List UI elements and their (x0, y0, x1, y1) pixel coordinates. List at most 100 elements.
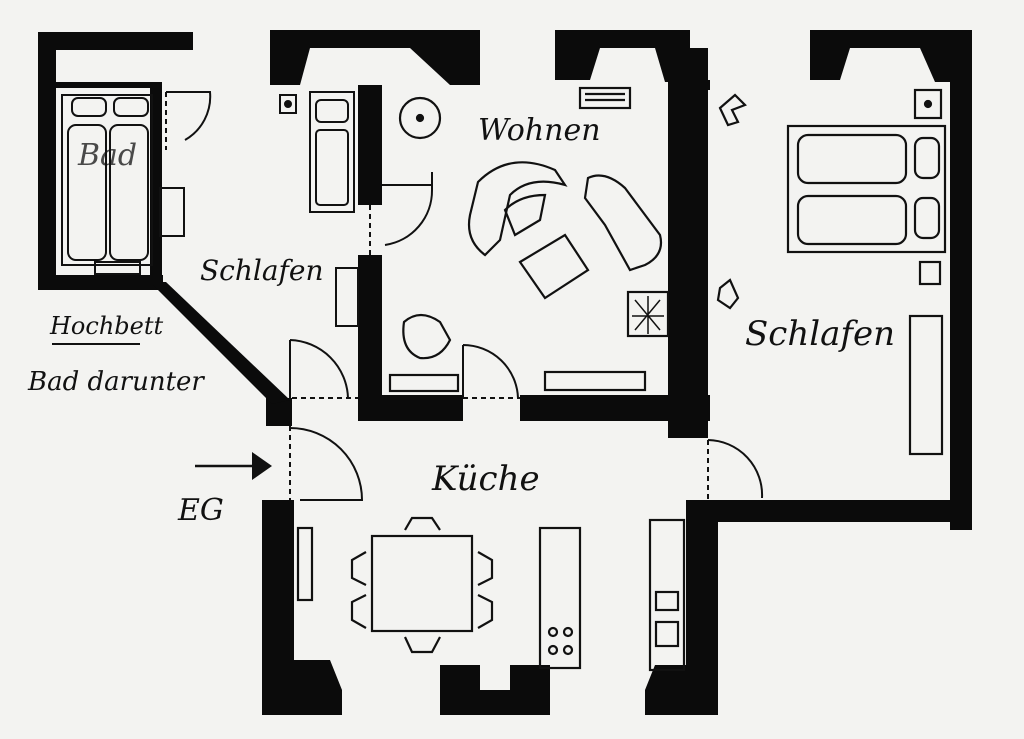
wohnen-furniture (388, 86, 670, 393)
chair-right-2 (477, 594, 494, 629)
loft-mattress-left (67, 124, 107, 261)
kitchen-table (370, 534, 474, 633)
wall-bad-top (56, 82, 162, 88)
wardrobe-small (335, 267, 359, 327)
bed-small-duvet (315, 129, 349, 206)
chair-left-2 (350, 594, 367, 629)
wall-bottom-kitchen-mid (440, 690, 550, 715)
door-hall-swing (289, 339, 349, 400)
round-table (398, 96, 442, 140)
reveal-5 (810, 48, 850, 80)
entrance-pier (266, 398, 292, 426)
doors (165, 91, 764, 501)
pillow-lower (913, 196, 941, 240)
chair-icon-1 (718, 93, 747, 127)
door-entrance-swing (289, 427, 364, 501)
appliance (654, 620, 680, 648)
chair-icon-2 (716, 278, 740, 310)
wall-wohnen-left-lower (358, 255, 382, 420)
nightstand-bottom (918, 260, 942, 286)
wall-right-kitchen (686, 500, 718, 715)
interior-walls (358, 48, 710, 438)
reveal-8 (440, 665, 480, 690)
door-wohnen-swing (382, 172, 434, 246)
door-schlafen-swing (707, 439, 764, 499)
loft-ladder (94, 261, 141, 275)
label-hochbett: Hochbett (49, 312, 163, 340)
door-kuche-wohnen-swing (462, 344, 519, 399)
nightstand-top (913, 88, 943, 120)
stove-burner-1 (547, 626, 559, 638)
reveal-3 (555, 48, 600, 80)
wall-wohnen-right (668, 48, 708, 438)
reveal-9 (510, 665, 550, 690)
sofa-cushions (503, 193, 547, 237)
reveal-2 (410, 48, 480, 85)
radiator-wohnen (578, 86, 632, 110)
chair-bottom (404, 636, 441, 654)
sideboard (543, 370, 647, 392)
loft-mattress-right (109, 124, 149, 261)
schlafen-large-furniture (716, 88, 947, 456)
door-bad-swing (166, 91, 212, 141)
radiator-wohnen-2 (388, 373, 460, 393)
stove-burner-3 (547, 644, 559, 656)
bad-shelf (159, 187, 185, 237)
chair-left-1 (350, 551, 367, 586)
bed-small (309, 91, 355, 213)
armchair (402, 313, 452, 360)
double-bed (786, 124, 947, 254)
wall-bottom-bedroom (690, 500, 972, 522)
chair-right-1 (477, 551, 494, 586)
label-bad-darunter: Bad darunter (27, 367, 205, 397)
wall-diagonal (150, 282, 290, 404)
sink (654, 590, 680, 612)
kitchen-counter (538, 526, 582, 670)
pillow-upper (913, 136, 941, 180)
double-bed-upper (796, 133, 908, 185)
wall-left-bad (38, 32, 56, 290)
exterior-walls (38, 30, 972, 715)
bad-furniture (61, 94, 185, 275)
wall-top-mid (270, 30, 480, 48)
wall-top-midright (555, 30, 690, 48)
nightstand (279, 94, 297, 114)
reveal-1 (270, 48, 310, 85)
loft-bed-frame (61, 94, 153, 266)
wardrobe-large (908, 314, 944, 456)
kitchen-radiator (296, 526, 314, 602)
label-kueche: Küche (431, 459, 540, 499)
wall-bottom-kitchen-left (262, 690, 342, 715)
wall-right (950, 30, 972, 530)
label-eg: EG (177, 493, 224, 528)
wall-wohnen-left-upper (358, 85, 382, 205)
sofa-right (583, 174, 663, 272)
double-bed-lower (796, 194, 908, 246)
wall-bottom-bad (38, 275, 163, 290)
coffee-table (518, 233, 590, 300)
label-wohnen: Wohnen (478, 113, 601, 148)
wall-top-left (38, 32, 193, 50)
kueche-furniture (296, 516, 686, 672)
bed-small-pillow (315, 99, 349, 123)
stove-burner-4 (562, 644, 574, 656)
sofa-left (467, 161, 568, 257)
plant-box (626, 290, 670, 338)
schlafen-small-furniture (279, 91, 359, 327)
wall-left-kitchen (262, 500, 294, 715)
wall-bottom-kitchen-right (645, 690, 718, 715)
pillow-left (71, 97, 107, 117)
entrance-arrow-icon (195, 452, 272, 480)
wall-wohnen-bottom-left (358, 395, 463, 421)
label-bad: Bad (77, 138, 137, 173)
label-schlafen-large: Schlafen (745, 314, 895, 354)
kitchen-counter-right (648, 518, 686, 672)
reveal-7 (294, 660, 342, 690)
reveal-10 (645, 665, 686, 690)
wall-stub (690, 80, 710, 90)
label-schlafen-small: Schlafen (200, 254, 324, 287)
stove-burner-2 (562, 626, 574, 638)
pillow-right (113, 97, 149, 117)
